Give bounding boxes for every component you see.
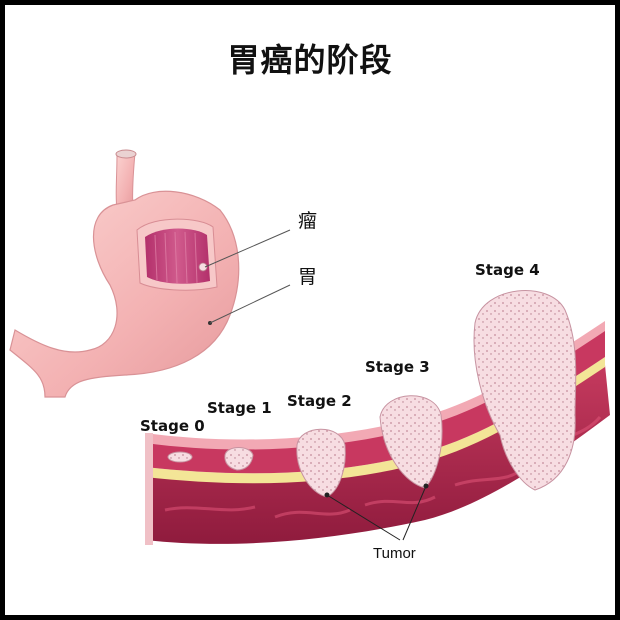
- label-tumor-cn: 瘤: [298, 210, 317, 232]
- stomach-tumor-dot: [198, 262, 208, 272]
- tumor-stage-2: [296, 428, 346, 498]
- label-stomach-cn: 胃: [298, 266, 317, 288]
- stomach-illustration: [9, 149, 240, 398]
- label-stage-0: Stage 0: [140, 417, 205, 435]
- label-stage-1: Stage 1: [207, 399, 272, 417]
- label-stage-2: Stage 2: [287, 392, 352, 410]
- tumor-stage-0: [167, 451, 193, 463]
- page-title: 胃癌的阶段: [227, 41, 393, 79]
- tumor-stage-3: [379, 395, 443, 489]
- label-tumor: Tumor: [373, 545, 416, 562]
- tumor-stage-4: [473, 290, 577, 491]
- label-stage-3: Stage 3: [365, 358, 430, 376]
- stomach-cancer-diagram: 瘤 胃: [9, 149, 610, 562]
- diagram-canvas: 胃癌的阶段: [5, 5, 615, 615]
- tumor-stage-1: [224, 447, 254, 471]
- label-stage-4: Stage 4: [475, 261, 540, 279]
